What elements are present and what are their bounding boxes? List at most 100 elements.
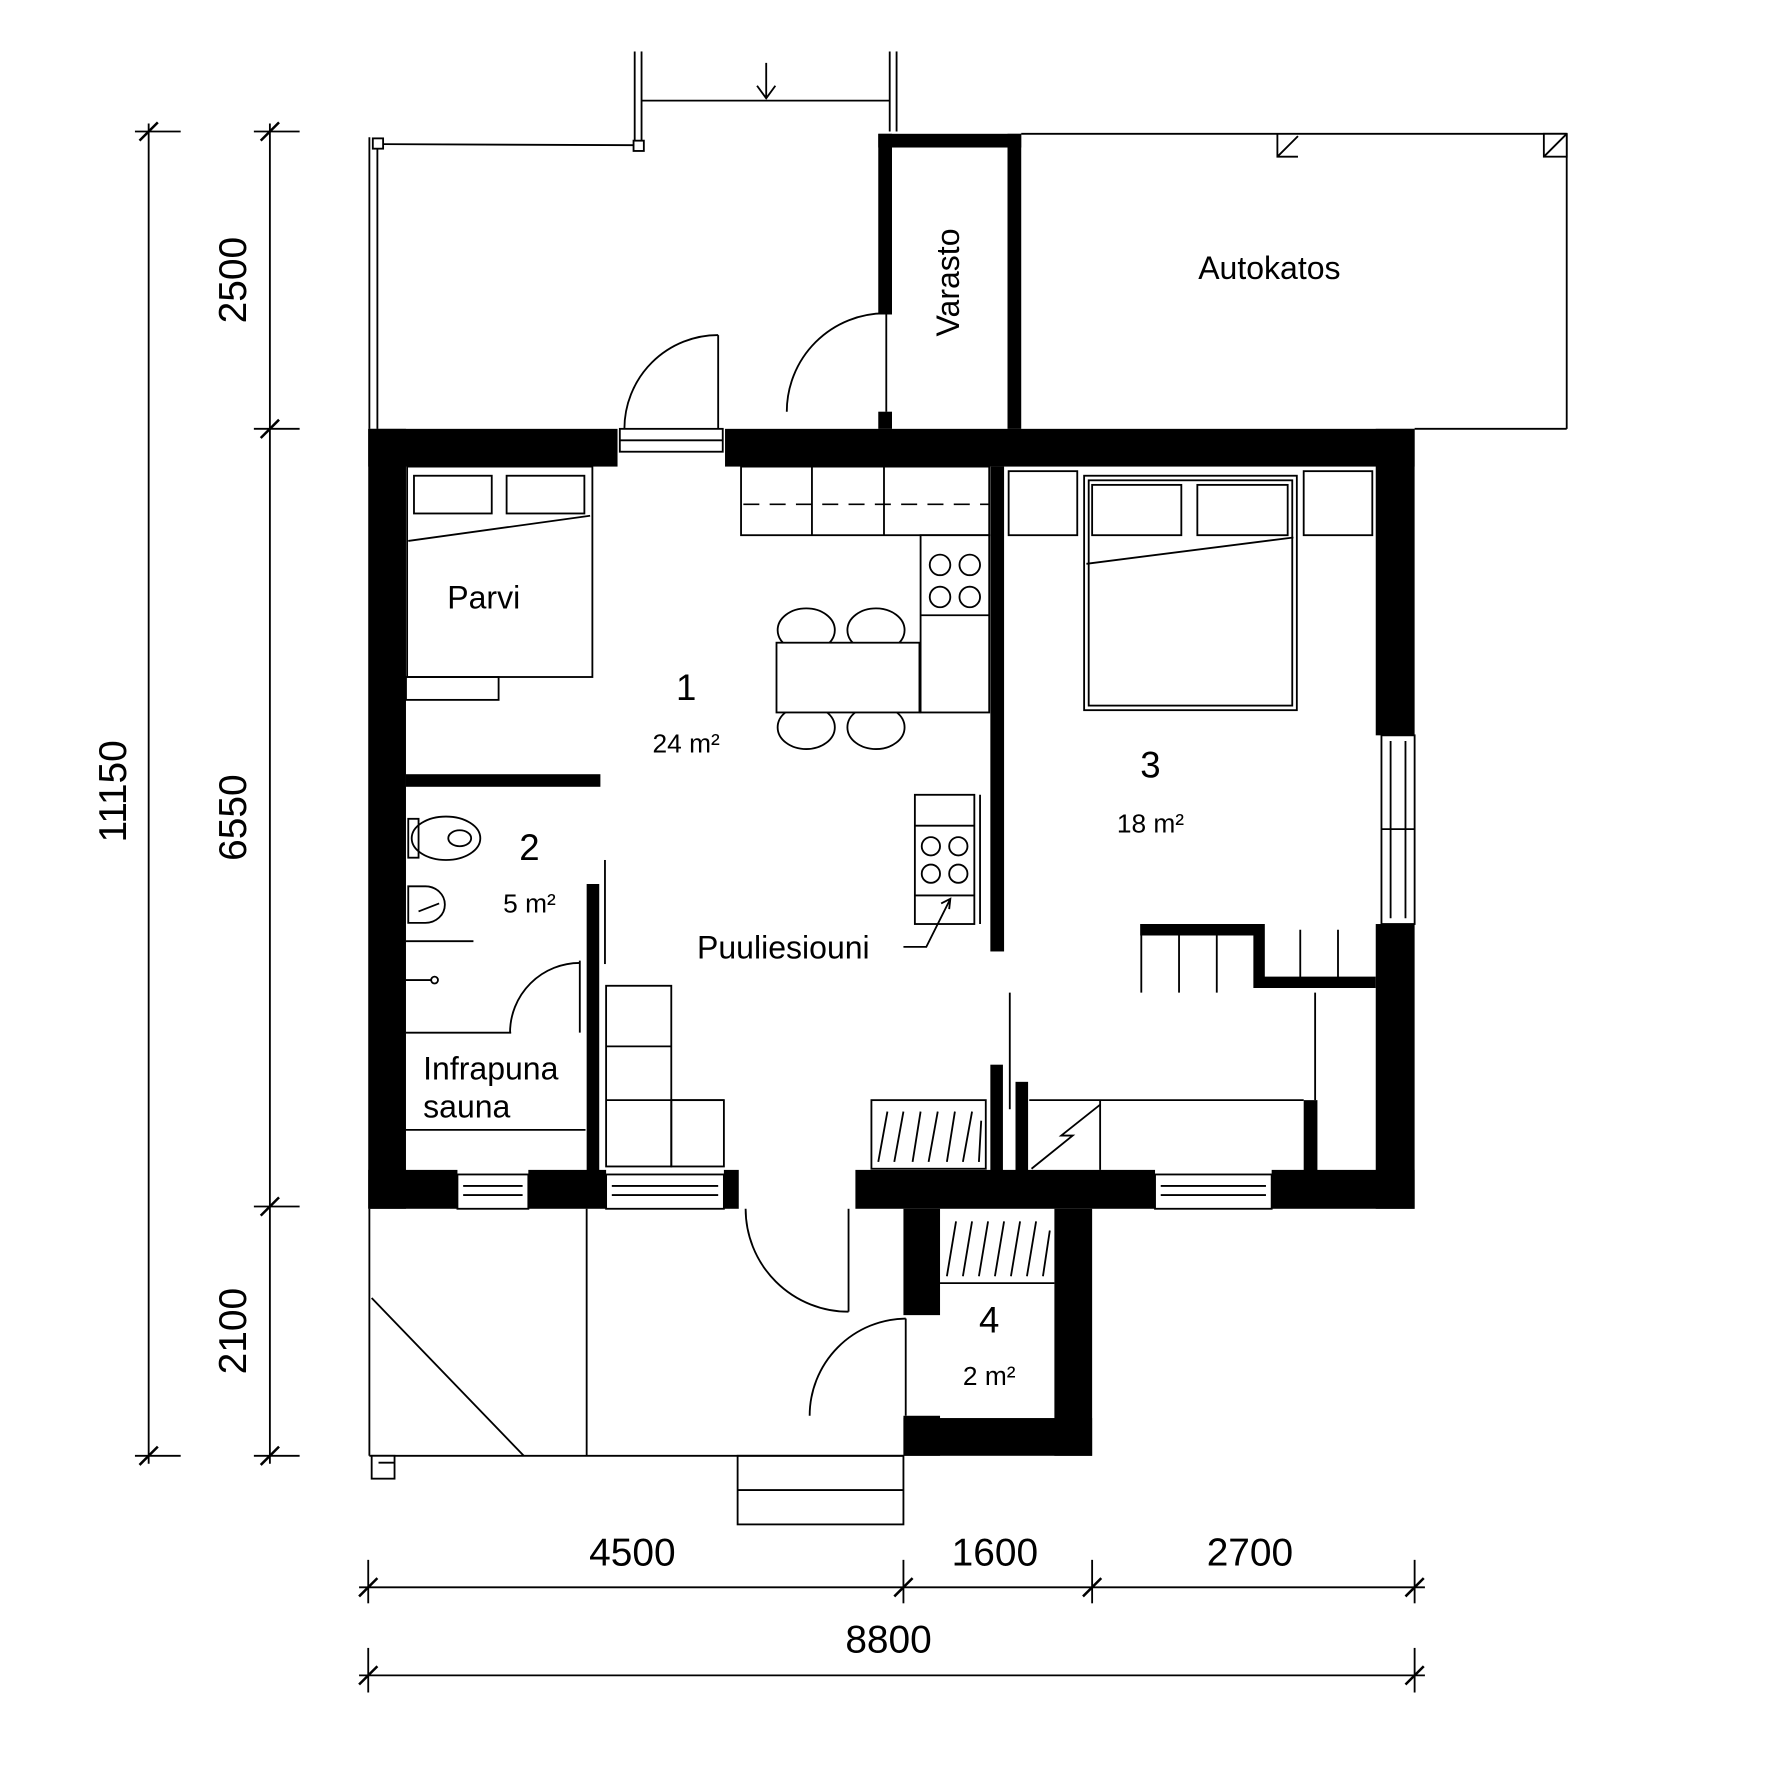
- dim-vertical-total-tick-bottom: [138, 1445, 159, 1466]
- wall-top-left: [368, 428, 618, 467]
- dim-horizontal-tick-4: [1404, 1577, 1425, 1598]
- room-4-wall-right: [1054, 1208, 1093, 1456]
- wall-bottom-d: [855, 1169, 1156, 1209]
- dim-vertical-segment-1-label: 2500: [212, 237, 255, 323]
- dim-horizontal-segment-2-label: 1600: [952, 1532, 1038, 1575]
- dim-vertical-total-tick-top: [138, 121, 159, 142]
- parvi-pillow-left: [413, 474, 493, 515]
- room-4-area: 2 m²: [963, 1361, 1016, 1391]
- dim-horizontal-segment-1-label: 4500: [589, 1532, 675, 1575]
- carport-post-corner-diagonal: [1543, 133, 1568, 158]
- varasto-room: Varasto: [785, 133, 1022, 429]
- dim-horizontal-total-tick-left: [358, 1665, 379, 1686]
- room-1-number: 1: [676, 667, 696, 708]
- room-2-number: 2: [519, 827, 539, 868]
- wood-stove-leader: [903, 897, 952, 948]
- wall-stair-edge: [1140, 924, 1376, 989]
- room-4-wall-left-upper: [903, 1208, 941, 1316]
- dim-vertical-total-label: 11150: [92, 740, 135, 842]
- room-2: 2 5 m² Infrapuna sauna: [405, 815, 586, 1131]
- carport-post-middle: [1276, 133, 1299, 158]
- parvi-blanket-edge: [408, 514, 591, 542]
- wall-parvi-bathroom: [405, 774, 601, 787]
- toilet-tank: [407, 817, 420, 859]
- parvi-pillow-right: [505, 474, 586, 515]
- vertical-dimensions: 11150 2500 6550 2100: [92, 121, 300, 1466]
- interior-walls: [405, 466, 1376, 1173]
- horizontal-dimensions: 4500 1600 2700 8800: [358, 1532, 1425, 1693]
- sauna-door-swing: [509, 961, 580, 1033]
- parvi-label: Parvi: [447, 579, 520, 615]
- sauna-label-line-2: sauna: [423, 1088, 510, 1124]
- loft-stair-treads-lower: [1140, 935, 1218, 993]
- autokatos-label: Autokatos: [1198, 250, 1340, 286]
- window-bottom-living-glazing: [611, 1184, 719, 1196]
- entry-steps-arrow: [756, 62, 777, 100]
- room-4: 4 2 m²: [808, 1208, 1093, 1456]
- cooktop-burner-2: [958, 553, 981, 577]
- toilet-bowl: [410, 815, 482, 861]
- window-bottom-bedroom-glazing: [1160, 1184, 1266, 1196]
- varasto-wall-left-upper: [878, 133, 892, 315]
- wall-bottom-c: [723, 1169, 739, 1209]
- wardrobe-living-hangers: [877, 1111, 983, 1163]
- sauna-label-line-1: Infrapuna: [423, 1051, 558, 1087]
- bedroom-wardrobe-left: [1007, 470, 1079, 537]
- window-right-bedroom-glazing: [1381, 741, 1415, 919]
- room-3-number: 3: [1140, 745, 1160, 786]
- wood-stove-plate-1: [920, 836, 941, 857]
- wall-bathroom-living: [586, 883, 600, 1173]
- dim-vertical-tick-2: [259, 418, 280, 439]
- autokatos-area: Autokatos: [1021, 132, 1568, 430]
- outer-walls: [368, 428, 1415, 1209]
- varasto-wall-left-lower: [878, 411, 892, 429]
- wall-bottom-a: [368, 1169, 458, 1209]
- dim-horizontal-tick-2: [893, 1577, 914, 1598]
- wall-top-right: [725, 428, 1415, 467]
- washbasin: [407, 885, 446, 924]
- parvi-area: Parvi: [405, 465, 594, 701]
- dining-table: [775, 641, 921, 714]
- loft-stair-treads-upper: [1299, 929, 1339, 982]
- double-bed-pillow-right: [1196, 483, 1289, 537]
- dim-horizontal-total-tick-right: [1404, 1665, 1425, 1686]
- wall-bedroom-closet: [1303, 1100, 1318, 1173]
- wood-stove-plate-3: [920, 863, 941, 884]
- parvi-bed: [406, 465, 594, 678]
- terrace-top-edge: [377, 143, 639, 147]
- dim-vertical-segment-2-label: 6550: [212, 774, 255, 860]
- wall-left: [368, 428, 406, 1209]
- terrace-post-left: [371, 137, 385, 150]
- room-4-hangers: [945, 1221, 1051, 1277]
- closet-hatch-symbol: [1030, 1103, 1101, 1170]
- dim-vertical-segment-3-label: 2100: [212, 1288, 255, 1374]
- sofa-chaise: [670, 1099, 725, 1168]
- double-bed: [1083, 474, 1298, 712]
- varasto-wall-right: [1007, 133, 1022, 429]
- cooktop-burner-4: [958, 585, 981, 609]
- cooktop-burner-3: [928, 585, 952, 609]
- lower-terrace-post: [370, 1454, 396, 1480]
- wood-stove: [913, 793, 976, 925]
- parvi-ladder-step: [405, 676, 500, 701]
- dim-horizontal-segment-3-label: 2700: [1207, 1532, 1293, 1575]
- upper-terrace: [368, 51, 898, 429]
- lower-terrace-diagonal: [371, 1297, 525, 1457]
- wood-stove-plate-2: [948, 836, 969, 857]
- kitchen-upper-counter: [740, 465, 991, 537]
- dim-vertical-tick-3: [259, 1196, 280, 1217]
- bedroom-wardrobe-right: [1302, 470, 1374, 537]
- wall-bottom-e: [1271, 1169, 1415, 1209]
- room-2-area: 5 m²: [503, 889, 556, 919]
- room-1: Puuliesiouni 1 24 m²: [605, 465, 991, 1170]
- dim-vertical-tick-4: [259, 1445, 280, 1466]
- terrace-post-right: [632, 139, 645, 152]
- washbasin-tap: [418, 902, 440, 913]
- varasto-door-swing: [785, 312, 886, 412]
- dim-horizontal-tick-1: [358, 1577, 379, 1598]
- wall-bottom-b: [528, 1169, 607, 1209]
- openings: [456, 334, 1416, 1210]
- wardrobe-living: [870, 1099, 987, 1170]
- lower-terrace: [368, 1208, 905, 1526]
